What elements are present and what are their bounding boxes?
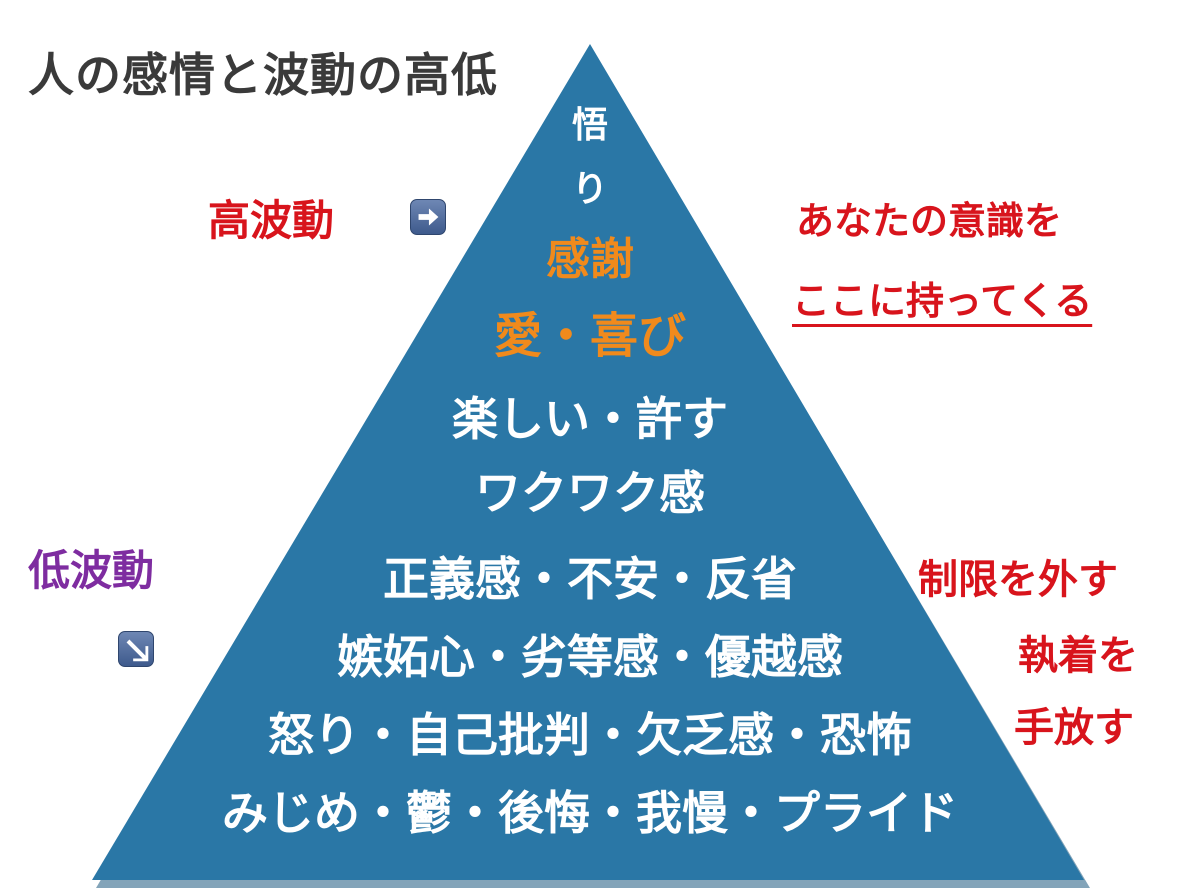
pyramid-level-justice-anxiety: 正義感・不安・反省 [383, 552, 797, 606]
release-line-3: 手放す [1014, 705, 1134, 751]
pyramid-level-satori-2: り [571, 169, 609, 210]
page-title: 人の感情と波動の高低 [28, 48, 498, 102]
right-arrow-icon [410, 199, 446, 235]
note-line-2: ここに持ってくる [792, 279, 1093, 323]
pyramid-triangle [92, 44, 1084, 880]
pyramid-level-excitement: ワクワク感 [475, 466, 705, 520]
pyramid-level-love-joy: 愛・喜び [493, 308, 687, 364]
release-line-2: 執着を [1018, 633, 1138, 679]
pyramid-level-gratitude: 感謝 [546, 234, 634, 285]
high-vibration-label: 高波動 [208, 196, 335, 245]
pyramid-level-misery: みじめ・鬱・後悔・我慢・プライド [222, 786, 958, 840]
pyramid-level-fun-forgive: 楽しい・許す [452, 392, 728, 446]
release-line-1: 制限を外す [918, 557, 1118, 603]
low-vibration-label: 低波動 [28, 546, 155, 595]
pyramid-level-satori-1: 悟 [571, 105, 609, 146]
note-line-1: あなたの意識を [796, 199, 1063, 243]
pyramid-level-jealousy: 嫉妬心・劣等感・優越感 [337, 630, 843, 684]
down-right-arrow-icon [118, 631, 154, 667]
pyramid-level-anger: 怒り・自己批判・欠乏感・恐怖 [268, 708, 912, 762]
